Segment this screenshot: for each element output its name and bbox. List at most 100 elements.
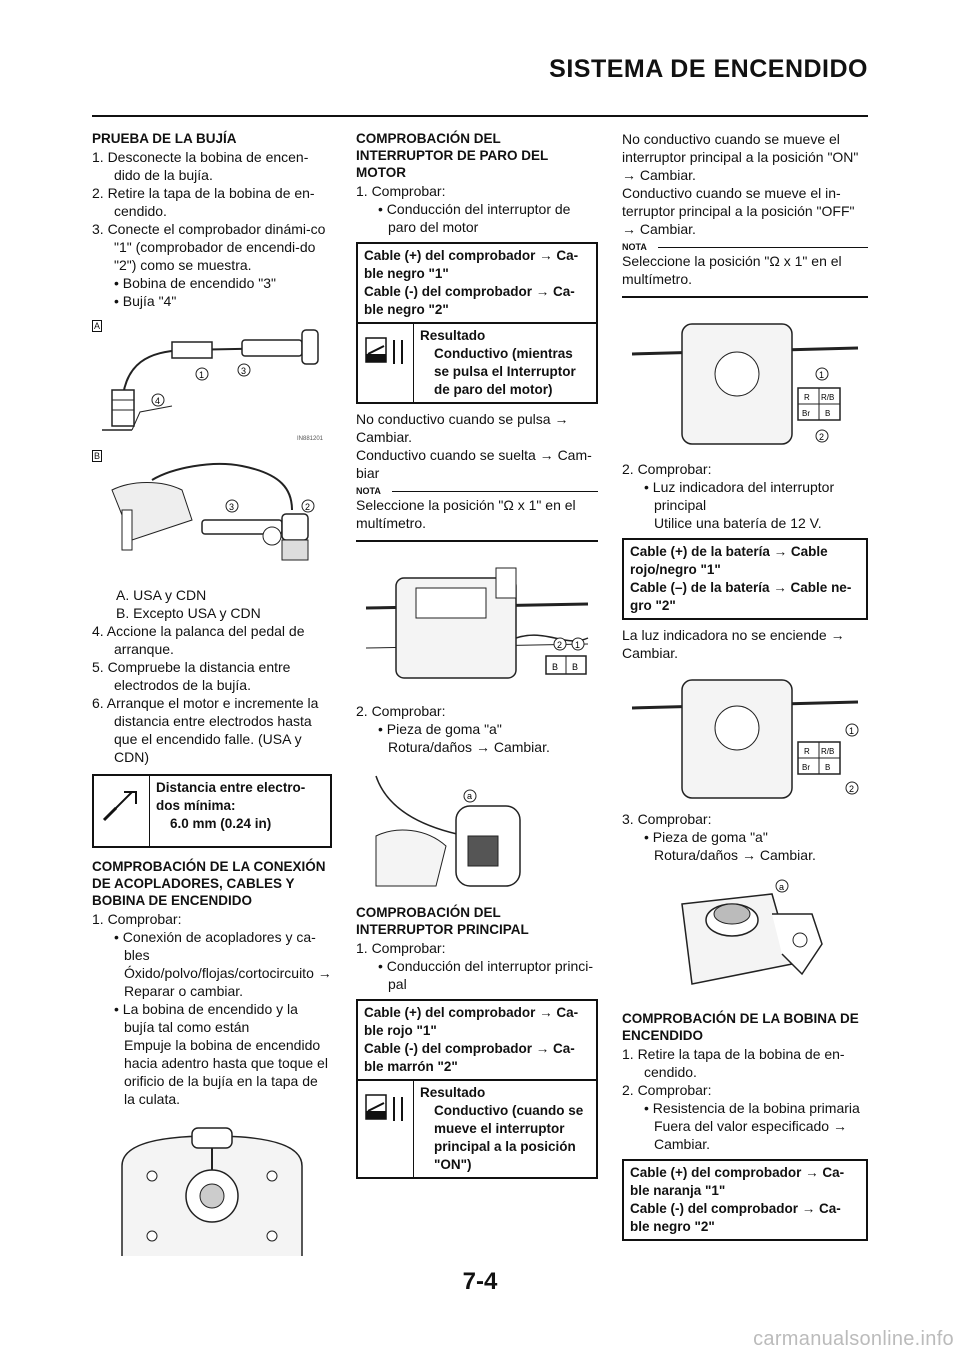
text-coil-plug: Empuje la bobina de encendido hacia aden… xyxy=(124,1037,328,1107)
pin-r: R xyxy=(804,747,810,756)
callout-4: 4 xyxy=(155,396,160,406)
bullet-ignition-coil: • Bobina de encendido "3" xyxy=(114,275,276,291)
bullet-coil-plug: • La bobina de encendido y la bujía tal … xyxy=(114,1001,298,1035)
text-battery: Utilice una batería de 12 V. xyxy=(654,515,822,531)
bullet-indicator: • Luz indicadora del interruptor princip… xyxy=(644,479,835,513)
nota-label: NOTA xyxy=(356,486,598,496)
step-1c: 1. Retire la tapa de la bobina de en-cen… xyxy=(622,1046,845,1080)
tester-line-coil-2: Cable (-) del comprobador → Ca-ble negro… xyxy=(630,1201,841,1234)
tester-line-coil-1: Cable (+) del comprobador → Ca-ble naran… xyxy=(630,1165,845,1198)
figure-label-a: A xyxy=(92,320,102,332)
figure-main-switch-rubber: a xyxy=(622,874,868,1000)
step-3: 3. Comprobar: xyxy=(622,811,712,827)
battery-line-1: Cable (+) de la batería → Cable rojo/neg… xyxy=(630,544,828,577)
pin-rb: R/B xyxy=(821,747,834,756)
tester-line-1b: Cable (+) del comprobador → Ca-ble rojo … xyxy=(364,1005,579,1038)
figure-b-spark-gap-tester: B 3 2 xyxy=(92,450,332,578)
footer-watermark-url: carmanualsonline.info xyxy=(753,1328,954,1350)
section-heading-couplers: COMPROBACIÓN DE LA CONEXIÓN DE ACOPLADOR… xyxy=(92,859,326,908)
pin-br: Br xyxy=(802,763,810,772)
main-switch-illustration: R R/B Br B 1 2 xyxy=(631,323,859,445)
step-3: 3. Conecte el comprobador dinámi-co "1" … xyxy=(92,221,326,273)
callout-2: 2 xyxy=(819,432,824,442)
column-1: PRUEBA DE LA BUJÍA 1. Desconecte la bobi… xyxy=(92,128,332,1264)
step-1b: 1. Comprobar: xyxy=(356,940,446,956)
step-1: 1. Desconecte la bobina de encen-dido de… xyxy=(92,149,309,183)
caliper-icon xyxy=(102,791,137,822)
bullet-rubber: • Pieza de goma "a" xyxy=(644,829,768,845)
spec-value: 6.0 mm (0.24 in) xyxy=(170,816,272,831)
spark-gap-tester-illustration: 3 2 xyxy=(111,463,315,561)
spark-tester-illustration: 1 3 4 IN881201 xyxy=(102,329,324,442)
spec-icon-cell xyxy=(94,776,150,846)
callout-2: 2 xyxy=(305,502,310,512)
figure-main-switch-connector: R R/B Br B 1 2 xyxy=(622,314,868,452)
text-out-of-spec: Fuera del valor especificado → Cambiar. xyxy=(654,1118,847,1152)
pin-b: B xyxy=(825,409,830,418)
callout-1: 1 xyxy=(199,370,204,380)
result-title: Resultado xyxy=(420,328,486,343)
main-switch-illustration-2: R R/B Br B 1 2 xyxy=(631,679,859,799)
callout-1: 1 xyxy=(575,640,580,650)
section-heading-engine-stop: COMPROBACIÓN DEL INTERRUPTOR DE PARO DEL… xyxy=(356,131,549,180)
multimeter-icon xyxy=(365,1094,403,1121)
legend-a: A. USA y CDN xyxy=(116,587,207,603)
nota-label: NOTA xyxy=(622,242,868,252)
multimeter-icon xyxy=(365,337,403,364)
nota-rule xyxy=(356,540,598,542)
result-text: Conductivo (mientras se pulsa el Interru… xyxy=(434,346,576,397)
text-conductive: Conductivo cuando se suelta → Cam-biar xyxy=(356,447,592,481)
column-2: COMPROBACIÓN DEL INTERRUPTOR DE PARO DEL… xyxy=(356,128,598,1179)
bullet-main-switch: • Conducción del interruptor princi-pal xyxy=(378,958,594,992)
bullet-primary-resistance: • Resistencia de la bobina primaria xyxy=(644,1100,860,1116)
section-heading-coil: COMPROBACIÓN DE LA BOBINA DE ENCENDIDO xyxy=(622,1011,859,1043)
figure-stop-switch-rubber: a xyxy=(356,766,598,894)
tester-line-2: Cable (-) del comprobador → Ca-ble negro… xyxy=(364,284,575,317)
callout-a: a xyxy=(779,882,784,892)
section-heading-main-switch: COMPROBACIÓN DEL INTERRUPTOR PRINCIPAL xyxy=(356,905,529,937)
step-2: 2. Retire la tapa de la bobina de en-cen… xyxy=(92,185,315,219)
result-title-2: Resultado xyxy=(420,1085,486,1100)
bullet-engine-stop: • Conducción del interruptor de paro del… xyxy=(378,201,571,235)
step-2: 2. Comprobar: xyxy=(356,703,446,719)
figure-main-switch-connector-2: R R/B Br B 1 2 xyxy=(622,672,868,804)
nota-text: Seleccione la posición "Ω x 1" en el mul… xyxy=(622,253,842,287)
tester-line-2b: Cable (-) del comprobador → Ca-ble marró… xyxy=(364,1041,575,1074)
battery-box: Cable (+) de la batería → Cable rojo/neg… xyxy=(622,538,868,620)
page-number: 7-4 xyxy=(462,1268,498,1295)
text-light-off: La luz indicadora no se enciende → Cambi… xyxy=(622,627,845,661)
page-title: SISTEMA DE ENCENDIDO xyxy=(549,55,868,83)
legend-b: B. Excepto USA y CDN xyxy=(116,605,261,621)
text-couplers: Óxido/polvo/flojas/cortocircuito → Repar… xyxy=(124,965,332,999)
callout-a: a xyxy=(467,791,472,801)
step-6: 6. Arranque el motor e incremente la dis… xyxy=(92,695,319,765)
connector-b2: B xyxy=(572,662,578,672)
figure-cylinder-head xyxy=(92,1126,332,1264)
bullet-spark-plug: • Bujía "4" xyxy=(114,293,177,309)
stop-switch-illustration: a xyxy=(375,775,521,887)
step-5: 5. Compruebe la distancia entre electrod… xyxy=(92,659,291,693)
text-rubber: Rotura/daños → Cambiar. xyxy=(654,847,816,863)
callout-1: 1 xyxy=(849,726,854,736)
result-text-2: Conductivo (cuando se mueve el interrupt… xyxy=(434,1103,584,1172)
tester-box-2: Cable (+) del comprobador → Ca-ble rojo … xyxy=(356,999,598,1079)
figure-label-b: B xyxy=(92,450,102,462)
figure-a-dynamic-tester: A 1 3 4 IN881201 xyxy=(92,320,332,444)
step-check: 1. Comprobar: xyxy=(92,911,182,927)
pin-rb: R/B xyxy=(821,393,834,402)
spec-title: Distancia entre electro-dos mínima: xyxy=(156,780,306,813)
callout-3: 3 xyxy=(241,366,246,376)
figure-handlebar-switch: B B 2 1 xyxy=(356,558,598,694)
step-2: 2. Comprobar: xyxy=(622,461,712,477)
callout-2: 2 xyxy=(849,784,854,794)
callout-1: 1 xyxy=(819,370,824,380)
pin-b: B xyxy=(825,763,830,772)
column-3: No conductivo cuando se mueve el interru… xyxy=(622,128,868,1241)
callout-3b: 3 xyxy=(229,502,234,512)
pin-br: Br xyxy=(802,409,810,418)
connector-b1: B xyxy=(552,662,558,672)
battery-line-2: Cable (–) de la batería → Cable ne-gro "… xyxy=(630,580,852,613)
pin-r: R xyxy=(804,393,810,402)
header-rule xyxy=(92,115,868,117)
text-not-conductive-on: No conductivo cuando se mueve el interru… xyxy=(622,131,859,183)
